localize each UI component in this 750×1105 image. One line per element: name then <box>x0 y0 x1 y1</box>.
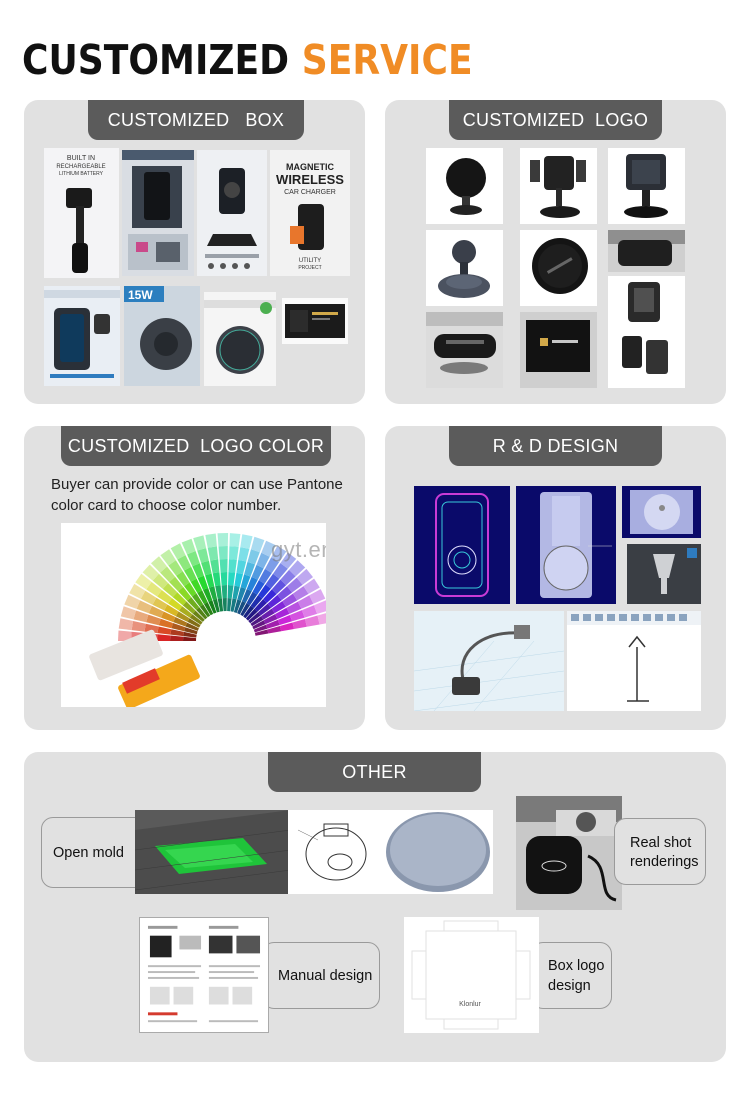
box-logo-label-box: Box logo design <box>531 942 612 1009</box>
rd-image-cad-software <box>567 611 701 711</box>
box-4-text-2: WIRELESS <box>276 172 344 187</box>
box-1-text-3: LITHIUM BATTERY <box>59 171 104 177</box>
box-6-label: 15W <box>128 288 153 302</box>
logo-color-description-line1: Buyer can provide color or can use Panto… <box>51 476 343 493</box>
manual-design-image <box>139 917 269 1033</box>
box-4-text-3: CAR CHARGER <box>284 189 336 196</box>
logo-image-dash-holder <box>520 148 597 224</box>
box-image-3in1-charger <box>44 286 120 386</box>
box-1-text-1: BUILT IN <box>67 155 95 162</box>
rd-image-gooseneck-model <box>414 611 564 711</box>
page-title-part1: CUSTOMIZED <box>22 36 290 84</box>
logo-image-vent-mount <box>520 230 597 306</box>
logo-image-suction-mount <box>426 230 503 306</box>
box-logo-brand-text: Klonlur <box>459 1001 481 1008</box>
box-image-15w-mount: 15W <box>124 286 200 386</box>
tab-customized-logo-color: CUSTOMIZED LOGO COLOR <box>61 426 331 466</box>
tab-rd-design: R & D DESIGN <box>449 426 662 466</box>
box-image-gimbal: BUILT IN RECHARGEABLE LITHIUM BATTERY <box>44 148 119 278</box>
open-mold-label: Open mold <box>53 845 124 861</box>
logo-image-clip-holder <box>608 276 685 388</box>
box-image-black-box <box>282 298 348 344</box>
logo-color-description: Buyer can provide color or can use Panto… <box>51 474 361 516</box>
real-shot-photo <box>516 796 622 910</box>
manual-design-label: Manual design <box>278 968 373 984</box>
box-1-text-2: RECHARGEABLE <box>56 164 105 170</box>
open-mold-sketch-image <box>288 810 384 894</box>
page-title: CUSTOMIZED SERVICE <box>22 34 473 86</box>
rd-image-puck-render <box>622 486 701 538</box>
box-4-text-5: PROJECT <box>298 265 321 271</box>
box-logo-design-image: Klonlur <box>404 917 539 1033</box>
box-logo-label-line2: design <box>548 978 591 994</box>
open-mold-disc-image <box>383 810 493 894</box>
tab-customized-logo: CUSTOMIZED LOGO <box>449 100 662 140</box>
real-shot-label-box: Real shot renderings <box>614 818 706 885</box>
tab-other: OTHER <box>268 752 481 792</box>
logo-color-description-line2: color card to choose color number. <box>51 497 282 514</box>
box-4-text-1: MAGNETIC <box>286 162 334 172</box>
open-mold-cad-image <box>135 810 291 894</box>
rd-image-stand-render <box>516 486 616 604</box>
tab-customized-box: CUSTOMIZED BOX <box>88 100 304 140</box>
manual-design-label-box: Manual design <box>262 942 380 1009</box>
box-logo-label-line1: Box logo <box>548 958 605 974</box>
logo-image-dash-pad <box>608 230 685 272</box>
rd-image-phone-cad <box>414 486 510 604</box>
box-4-text-4: UTILITY <box>299 258 321 264</box>
logo-image-gift-box <box>520 312 597 388</box>
real-shot-label-line1: Real shot <box>630 835 692 851</box>
logo-image-magnetic-mount <box>426 148 503 224</box>
box-image-phone-holder <box>122 150 194 276</box>
logo-image-carbon-holder <box>608 148 685 224</box>
rd-image-3d-model <box>627 544 701 604</box>
pantone-color-fan-image: gyt.en.alibaba.com <box>61 523 326 707</box>
watermark: gyt.en.alibaba.com <box>271 537 326 562</box>
box-image-wireless-pad <box>204 292 276 386</box>
box-image-magnetic-wireless: MAGNETIC WIRELESS CAR CHARGER UTILITY PR… <box>270 150 350 276</box>
logo-image-flat-mount <box>426 312 503 388</box>
box-image-wireless-stand <box>197 150 267 276</box>
page-title-part2: SERVICE <box>301 36 473 84</box>
real-shot-label-line2: renderings <box>630 854 699 870</box>
